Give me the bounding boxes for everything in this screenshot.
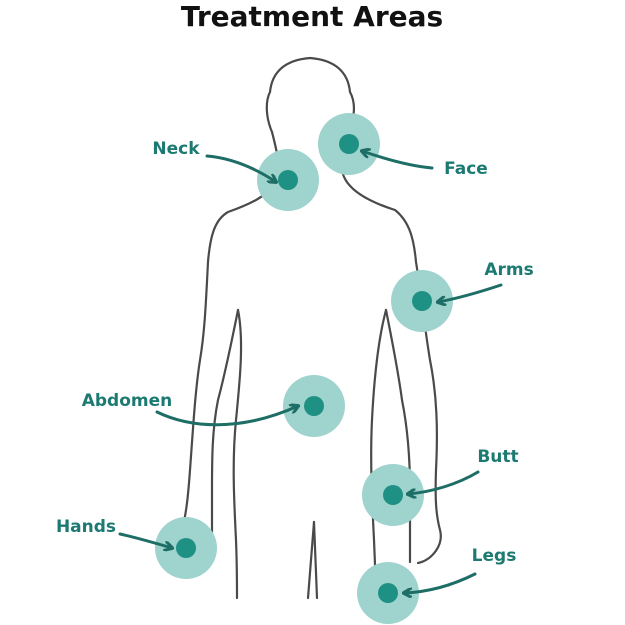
area-butt: Butt: [362, 447, 519, 526]
face-label: Face: [444, 159, 488, 179]
face-marker-dot: [339, 134, 359, 154]
neck-label: Neck: [152, 139, 200, 159]
hands-label: Hands: [56, 517, 116, 537]
abdomen-label: Abdomen: [82, 391, 173, 411]
area-neck: Neck: [152, 139, 319, 211]
area-face: Face: [318, 113, 488, 179]
legs-arrow: [404, 572, 477, 593]
abdomen-marker-dot: [304, 396, 324, 416]
neck-marker-dot: [278, 170, 298, 190]
area-legs: Legs: [357, 546, 516, 624]
neck-arrow: [205, 154, 276, 182]
page-title: Treatment Areas: [181, 0, 443, 33]
butt-marker-dot: [383, 485, 403, 505]
area-hands: Hands: [56, 517, 217, 579]
hands-arrow: [118, 532, 172, 548]
area-abdomen: Abdomen: [82, 375, 345, 437]
hands-marker-dot: [176, 538, 196, 558]
arms-label: Arms: [484, 260, 533, 280]
arms-arrow: [438, 283, 503, 302]
legs-marker-dot: [378, 583, 398, 603]
arms-marker-dot: [412, 291, 432, 311]
butt-arrow: [408, 470, 480, 494]
butt-label: Butt: [477, 447, 518, 467]
area-arms: Arms: [391, 260, 534, 332]
abdomen-arrow: [155, 406, 298, 427]
legs-label: Legs: [472, 546, 517, 566]
face-arrow: [362, 151, 434, 170]
body-outline: [179, 56, 442, 600]
